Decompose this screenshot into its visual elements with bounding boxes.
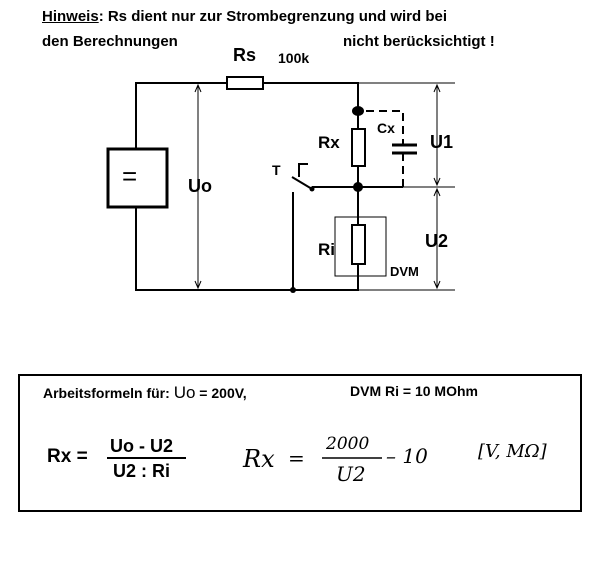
label-uo: Uo [188, 176, 212, 196]
label-u2: U2 [425, 231, 449, 251]
dvm-box [334, 216, 387, 277]
hand-units: [V, MΩ] [478, 441, 547, 462]
hand-lhs: Rx [243, 445, 275, 473]
formula-dvm: DVM Ri = 10 MOhm [350, 383, 478, 399]
note-text: : Rs dient nur zur Strombegrenzung und w… [98, 8, 448, 25]
note-line-1: Hinweis: Rs dient nur zur Strombegrenzun… [42, 8, 447, 25]
label-u1: U1 [430, 132, 454, 152]
label-t: T [272, 162, 281, 178]
hand-denominator: U2 [336, 462, 366, 486]
formula-heading: Arbeitsformeln für: Uo = 200V, [43, 383, 247, 403]
cx-dashed [366, 110, 404, 187]
uo-symbol: Uo [173, 383, 196, 402]
switch-t [291, 163, 313, 290]
label-rs-value: 100k [278, 50, 310, 66]
label-rx: Rx [318, 133, 340, 152]
resistor-rs [226, 76, 264, 90]
formula-box [18, 374, 582, 512]
dimension-arrows [194, 82, 455, 291]
hand-numerator: 2000 [326, 434, 370, 454]
resistor-rx [351, 128, 366, 167]
note-prefix: Hinweis [42, 8, 99, 25]
formula-numerator: Uo - U2 [110, 436, 173, 456]
resistor-ri [351, 224, 366, 265]
label-cx: Cx [377, 120, 395, 136]
source-symbol: = [122, 161, 138, 191]
label-dvm: DVM [390, 264, 419, 279]
junction-dots [290, 106, 364, 293]
formula-denominator: U2 : Ri [113, 461, 171, 481]
label-ri: Ri [318, 240, 335, 259]
hand-minus-ten: – 10 [386, 444, 428, 468]
capacitor-cx [392, 143, 417, 155]
uo-value: = 200V, [195, 385, 247, 401]
hand-eq: = [288, 446, 305, 470]
label-rs: Rs [233, 45, 257, 65]
formula-lhs: Rx = [47, 446, 88, 467]
note-line-2a: den Berechnungen [42, 33, 178, 50]
voltage-source [106, 147, 169, 209]
heading-text: Arbeitsformeln für: [43, 385, 170, 401]
note-line-2b: nicht berücksichtigt ! [343, 33, 495, 50]
